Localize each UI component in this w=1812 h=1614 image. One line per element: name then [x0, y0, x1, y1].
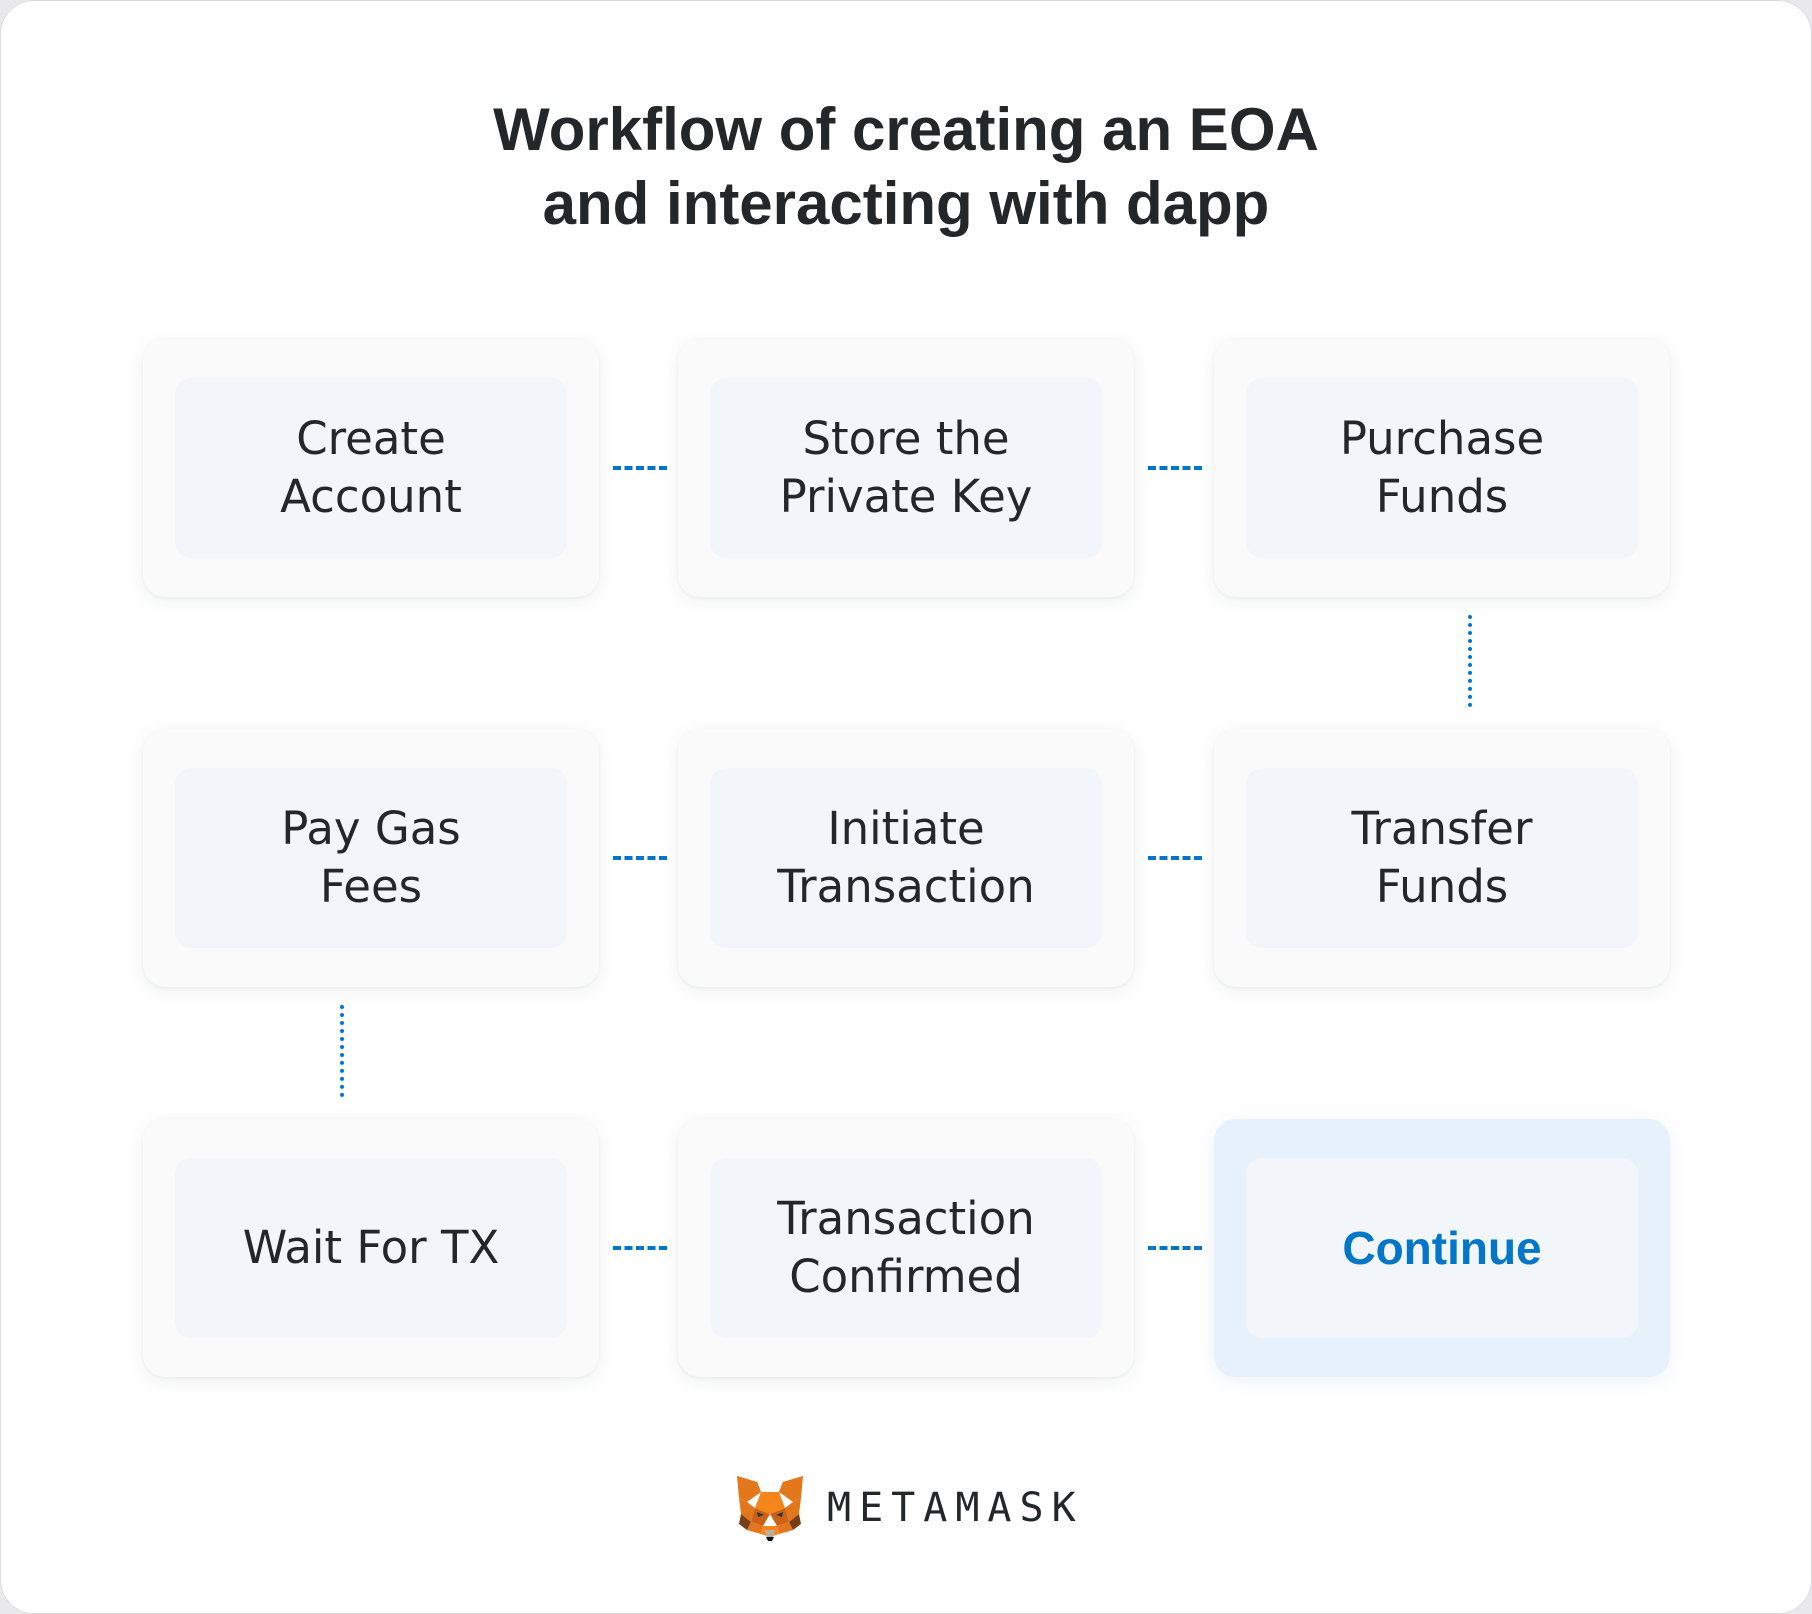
- step-initiate-transaction: Initiate Transaction: [678, 729, 1134, 987]
- connector-confirmed-to-continue: [1148, 1246, 1202, 1250]
- brand-wordmark: METAMASK: [827, 1485, 1084, 1531]
- connector-wait-to-confirmed: [613, 1246, 667, 1250]
- connector-pay-gas-to-wait: [340, 1005, 344, 1097]
- connector-purchase-to-transfer: [1468, 615, 1472, 707]
- connector-store-to-purchase: [1148, 466, 1202, 470]
- step-purchase-funds: Purchase Funds: [1214, 339, 1670, 597]
- step-continue: Continue: [1214, 1119, 1670, 1377]
- step-store-private-key: Store the Private Key: [678, 339, 1134, 597]
- step-pay-gas-fees: Pay Gas Fees: [143, 729, 599, 987]
- step-label: Purchase: [1339, 412, 1545, 465]
- step-transaction-confirmed: Transaction Confirmed: [678, 1119, 1134, 1377]
- diagram-title: Workflow of creating an EOA and interact…: [1, 93, 1811, 241]
- step-label: Private Key: [779, 470, 1033, 523]
- connector-create-to-store: [613, 466, 667, 470]
- step-label: Pay Gas: [281, 802, 461, 855]
- connector-initiate-to-transfer: [1148, 856, 1202, 860]
- step-label: Fees: [319, 860, 423, 913]
- step-label: Create: [296, 412, 446, 465]
- step-label: Account: [280, 470, 462, 523]
- title-line-2: and interacting with dapp: [542, 170, 1270, 237]
- step-label: Transfer: [1351, 802, 1533, 855]
- step-label: Initiate: [827, 802, 985, 855]
- metamask-fox-icon: [737, 1476, 803, 1541]
- title-line-1: Workflow of creating an EOA: [493, 96, 1319, 163]
- step-wait-for-tx: Wait For TX: [143, 1119, 599, 1377]
- step-label: Transaction: [777, 1192, 1035, 1245]
- step-label: Funds: [1375, 860, 1509, 913]
- step-label: Transaction: [777, 860, 1035, 913]
- footer-logo: METAMASK: [735, 1473, 1084, 1543]
- step-label: Wait For TX: [242, 1221, 500, 1274]
- step-label: Funds: [1375, 470, 1509, 523]
- step-label: Confirmed: [789, 1250, 1023, 1303]
- step-label: Continue: [1342, 1222, 1542, 1274]
- step-transfer-funds: Transfer Funds: [1214, 729, 1670, 987]
- connector-pay-gas-to-initiate: [613, 856, 667, 860]
- step-create-account: Create Account: [143, 339, 599, 597]
- step-label: Store the: [802, 412, 1010, 465]
